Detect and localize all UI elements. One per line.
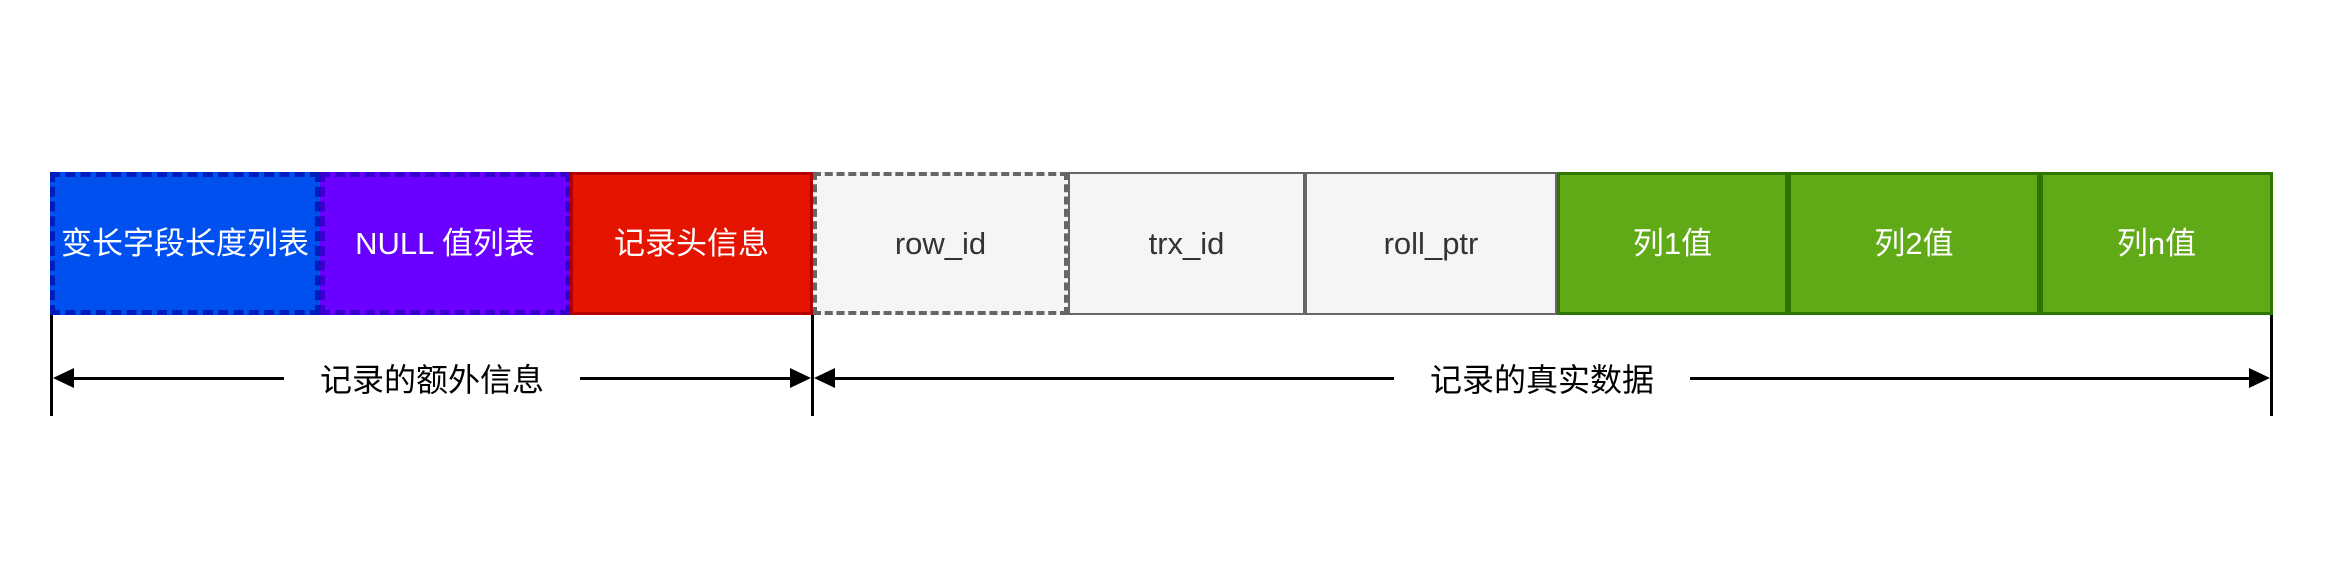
span-real-data-label: 记录的真实数据 xyxy=(1430,362,1655,398)
box-label: NULL 值列表 xyxy=(355,226,535,261)
span-extra-info-label: 记录的额外信息 xyxy=(320,362,545,398)
arrowhead-left-icon xyxy=(814,368,835,388)
box-label: 列2值 xyxy=(1874,226,1954,261)
record-structure-row: 变长字段长度列表 NULL 值列表 记录头信息 row_id trx_id ro… xyxy=(50,172,2273,315)
span-real-data: 记录的真实数据 xyxy=(814,360,2271,398)
box-variable-length-field-list: 变长字段长度列表 xyxy=(50,172,320,315)
arrowhead-right-icon xyxy=(790,368,812,388)
box-label: row_id xyxy=(894,226,987,261)
box-column-1-value: 列1值 xyxy=(1557,172,1788,315)
box-label: roll_ptr xyxy=(1383,226,1479,261)
box-row-id: row_id xyxy=(813,172,1068,315)
arrowhead-left-icon xyxy=(53,368,74,388)
box-trx-id: trx_id xyxy=(1068,172,1305,315)
box-label: 列n值 xyxy=(2116,226,2197,261)
box-label: 变长字段长度列表 xyxy=(61,226,309,261)
box-label: trx_id xyxy=(1148,226,1225,261)
span-line xyxy=(835,376,1394,380)
box-column-2-value: 列2值 xyxy=(1788,172,2040,315)
span-line xyxy=(1690,376,2250,380)
span-extra-info: 记录的额外信息 xyxy=(53,360,812,398)
boundary-tick-left xyxy=(50,315,53,416)
box-record-header-info: 记录头信息 xyxy=(570,172,813,315)
span-line xyxy=(580,376,791,380)
box-label: 记录头信息 xyxy=(614,226,769,261)
boundary-tick-right xyxy=(2270,315,2273,416)
box-null-value-list: NULL 值列表 xyxy=(320,172,570,315)
box-column-n-value: 列n值 xyxy=(2040,172,2273,315)
box-label: 列1值 xyxy=(1632,226,1713,261)
box-roll-ptr: roll_ptr xyxy=(1305,172,1557,315)
boundary-tick-middle xyxy=(811,315,814,416)
span-line xyxy=(74,376,284,380)
arrowhead-right-icon xyxy=(2249,368,2271,388)
